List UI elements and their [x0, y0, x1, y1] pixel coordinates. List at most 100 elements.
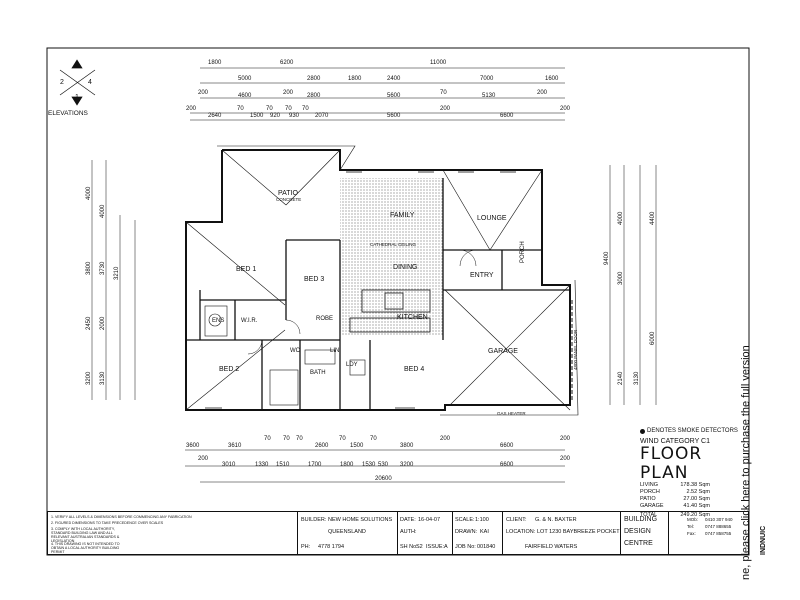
garage-panel-door-label: 4800 PANEL DOOR — [573, 329, 578, 370]
dim-right: 6000 — [650, 331, 656, 345]
dim-top: 70 — [285, 106, 292, 112]
dim-top: 70 — [237, 106, 244, 112]
room-bed4: BED 4 — [404, 366, 425, 373]
dim-bottom: 70 — [264, 436, 271, 442]
area-name: GARAGE — [640, 503, 664, 510]
room-linen: LIN — [330, 348, 340, 354]
builder-cell: BUILDER: NEW HOME SOLUTIONS QUEENSLAND P… — [298, 512, 398, 554]
dim-bottom: 530 — [378, 462, 389, 468]
area-value: 27.00 Sqm — [683, 496, 710, 503]
contact-cell: MOb: 0410 307 940 Tel: 0747 888655 Fax: … — [669, 512, 750, 554]
room-lounge: LOUNGE — [477, 215, 507, 222]
room-kitchen: KITCHEN — [397, 314, 428, 321]
dim-top: 6600 — [500, 113, 514, 119]
room-wir: W.I.R. — [241, 318, 258, 324]
area-total-value: 249.20 Sqm — [680, 512, 710, 519]
plan-legend: DENOTES SMOKE DETECTORS WIND CATEGORY C1… — [640, 428, 750, 519]
dim-bottom: 3600 — [186, 443, 200, 449]
dim-top: 5130 — [482, 93, 496, 99]
fax-label: Fax: — [687, 531, 696, 536]
dimension-lines-left — [91, 160, 136, 400]
dim-top: 200 — [198, 90, 209, 96]
dim-bottom: 70 — [339, 436, 346, 442]
dim-top: 7000 — [480, 76, 494, 82]
note-3: 3. COMPLY WITH LOCAL AUTHORITY, STANDARD… — [51, 527, 120, 543]
gas-heater-label: GAS HEATER — [497, 411, 526, 416]
company-line-2: DESIGN — [624, 528, 651, 535]
room-bed2: BED 2 — [219, 366, 240, 373]
company-line-1: BUILDING — [624, 516, 658, 523]
area-name: PORCH — [640, 489, 660, 496]
dim-left: 3730 — [100, 261, 106, 275]
window-marks — [205, 171, 516, 409]
dim-bottom: 1510 — [276, 462, 290, 468]
dim-left: 2450 — [86, 316, 92, 330]
floor-plan-title: FLOOR PLAN — [640, 444, 703, 483]
dim-bottom: 200 — [560, 456, 571, 462]
dimension-lines-top — [190, 67, 565, 121]
dim-top: 1800 — [348, 76, 362, 82]
dim-bottom-total: 20600 — [375, 476, 392, 482]
room-patio-sub: CONCRETE — [276, 197, 302, 202]
dim-top: 1600 — [545, 76, 559, 82]
dim-right: 4400 — [650, 211, 656, 225]
mobile-label: MOb: — [687, 517, 699, 522]
room-bath: BATH — [310, 370, 326, 376]
sheet-no-label: SH No: — [400, 544, 418, 550]
area-value: 41.40 Sqm — [683, 503, 710, 510]
dim-bottom: 200 — [198, 456, 209, 462]
area-name: PATIO — [640, 496, 656, 503]
room-robe: ROBE — [316, 316, 334, 322]
side-code: INDNUIC — [760, 525, 767, 555]
room-dining: DINING — [393, 264, 418, 271]
room-ldy: LDY — [346, 362, 358, 368]
dim-bottom: 1800 — [340, 462, 354, 468]
company-cell: BUILDING DESIGN CENTRE — [621, 512, 669, 554]
dim-bottom: 1500 — [350, 443, 364, 449]
dim-top: 70 — [302, 106, 309, 112]
dim-top: 4600 — [238, 93, 252, 99]
area-total-name: TOTAL — [640, 512, 658, 519]
dim-left: 4000 — [100, 204, 106, 218]
door-swings — [247, 249, 477, 355]
roof-lines — [185, 145, 579, 416]
note-4: 4. THIS DRAWING IS NOT INTENDED TO OBTAI… — [51, 542, 120, 554]
dim-right: 4000 — [618, 211, 624, 225]
dim-bottom: 200 — [440, 436, 451, 442]
dim-bottom: 70 — [283, 436, 290, 442]
dim-bottom: 6600 — [500, 462, 514, 468]
dim-top: 200 — [537, 90, 548, 96]
dim-bottom: 200 — [560, 436, 571, 442]
area-name: LIVING — [640, 482, 659, 489]
job-value: 001840 — [477, 544, 496, 550]
fax-value: 0747 858755 — [705, 531, 732, 536]
dim-top: 200 — [283, 90, 294, 96]
sheet-no-value: S2 — [416, 544, 423, 550]
dim-bottom: 3010 — [222, 462, 236, 468]
elevation-mark-4: 4 — [88, 79, 92, 86]
tiled-floor-area — [340, 178, 443, 336]
purchase-link[interactable]: ne, please click here to purchase the fu… — [740, 345, 752, 580]
estate-value: FAIRFIELD WATERS — [525, 544, 578, 550]
scale-value: 1:100 — [475, 517, 489, 523]
dim-bottom: 6600 — [500, 443, 514, 449]
dim-top: 2640 — [208, 113, 222, 119]
smoke-detector-label: DENOTES SMOKE DETECTORS — [647, 428, 738, 434]
dim-left: 3130 — [100, 371, 106, 385]
dim-right: 3000 — [618, 271, 624, 285]
smoke-detector-icon — [640, 428, 645, 434]
dim-top: 1800 — [208, 60, 222, 66]
tel-value: 0747 888655 — [705, 524, 732, 529]
dim-top: 6200 — [280, 60, 294, 66]
dim-left: 3200 — [86, 371, 92, 385]
elevation-mark-1: 1 — [75, 94, 79, 101]
notes-cell: 1. VERIFY ALL LEVELS & DIMENSIONS BEFORE… — [48, 512, 298, 554]
dim-left: 4000 — [86, 186, 92, 200]
dim-bottom: 70 — [370, 436, 377, 442]
dim-top: 2800 — [307, 76, 321, 82]
date-label: DATE: — [400, 517, 416, 523]
dim-top: 200 — [440, 106, 451, 112]
